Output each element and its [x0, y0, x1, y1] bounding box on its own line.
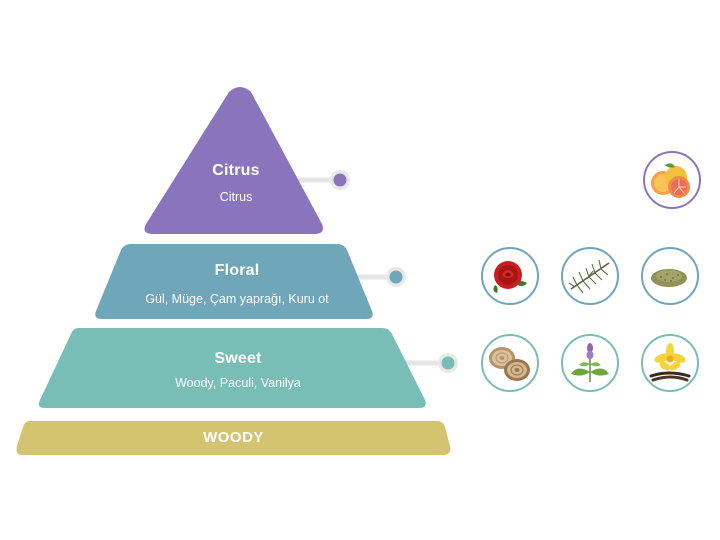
citrus-fruit-icon [643, 151, 701, 209]
vanilla-icon [641, 334, 699, 392]
base-label: WOODY [203, 429, 264, 446]
top-tier-text: Citrus Citrus [146, 162, 326, 204]
bottom-tier-title: Sweet [214, 350, 262, 367]
middle-tier-text: Floral Gül, Müge, Çam yaprağı, Kuru ot [96, 262, 378, 306]
pyramid-base [16, 421, 451, 455]
pyramid-bottom-tier [38, 328, 426, 408]
middle-tier-title: Floral [214, 262, 260, 279]
bottom-tier-text: Sweet Woody, Paculi, Vanilya [60, 350, 416, 390]
top-tier-notes: Citrus [219, 190, 253, 204]
rose-icon [481, 247, 539, 305]
pyramid-top-tier [144, 87, 323, 234]
patchouli-icon [561, 334, 619, 392]
top-tier-title: Citrus [212, 162, 260, 179]
bottom-tier-notes: Woody, Paculi, Vanilya [175, 376, 301, 390]
pine-branch-icon [561, 247, 619, 305]
dried-herb-icon [641, 247, 699, 305]
wood-slice-icon [481, 334, 539, 392]
top-connector-dot-inner [333, 173, 347, 187]
bottom-connector-dot-inner [441, 356, 455, 370]
middle-tier-notes: Gül, Müge, Çam yaprağı, Kuru ot [145, 292, 329, 306]
middle-connector-dot-inner [389, 270, 403, 284]
pyramid-middle-tier [95, 244, 373, 319]
